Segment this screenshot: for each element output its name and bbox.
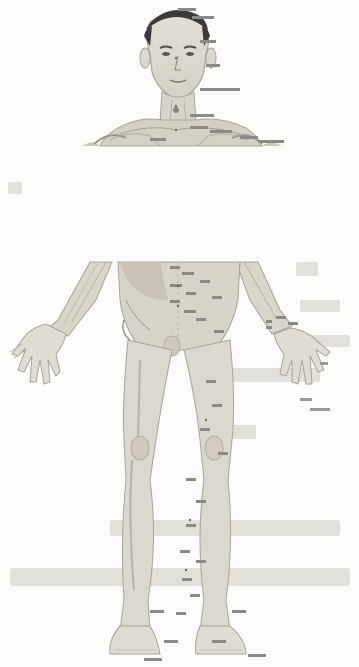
left-arm bbox=[46, 262, 112, 336]
left-hand bbox=[10, 324, 66, 384]
bleed-through-marks bbox=[8, 182, 350, 586]
upper-torso bbox=[82, 119, 282, 146]
left-leg bbox=[120, 340, 172, 630]
head bbox=[140, 10, 216, 100]
right-leg bbox=[184, 340, 234, 630]
right-arm bbox=[236, 262, 298, 334]
neck bbox=[160, 92, 196, 122]
